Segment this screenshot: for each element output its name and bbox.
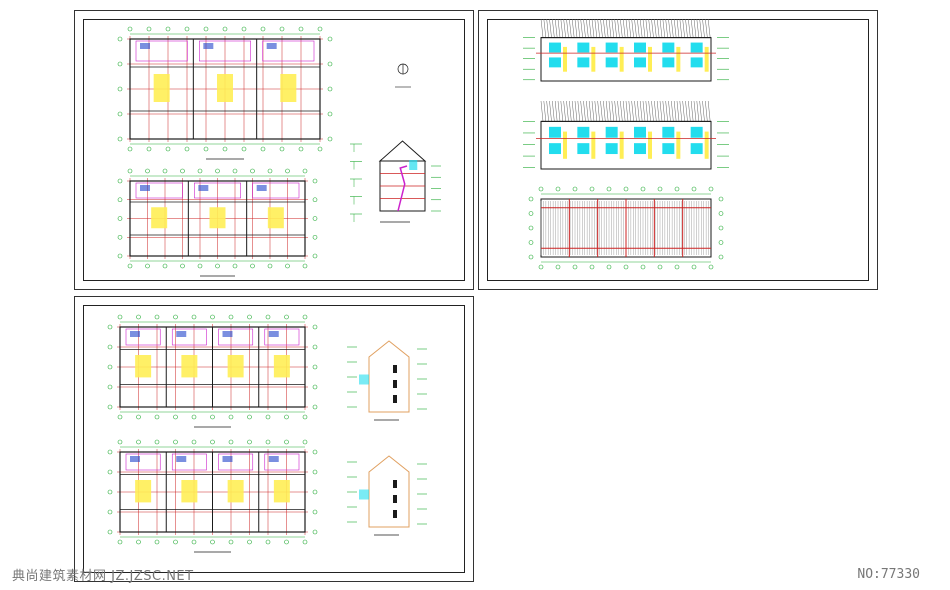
building-section-3	[350, 140, 441, 223]
floor-plan-2	[117, 168, 318, 277]
sheet-2-canvas	[523, 18, 729, 270]
watermark-number: NO:77330	[857, 567, 920, 582]
drawing-sheet-3	[74, 296, 474, 582]
facade-elevation-1	[523, 18, 729, 82]
drawing-sheet-1	[74, 10, 474, 290]
sheet-1-canvas	[117, 26, 441, 277]
side-elevation-4	[347, 455, 427, 536]
facade-elevation-2	[523, 100, 729, 170]
floor-plan-1	[117, 26, 333, 160]
north-arrow-4	[395, 63, 411, 88]
floor-plan-2	[107, 439, 318, 553]
drawing-sheet-2	[478, 10, 878, 290]
floor-plan-1	[107, 314, 318, 428]
roof-plan-3	[528, 186, 724, 270]
watermark-site-name: 典尚建筑素材网 JZ.JZSC.NET	[12, 569, 194, 584]
sheet-3-canvas	[107, 314, 427, 553]
side-elevation-3	[347, 340, 427, 421]
